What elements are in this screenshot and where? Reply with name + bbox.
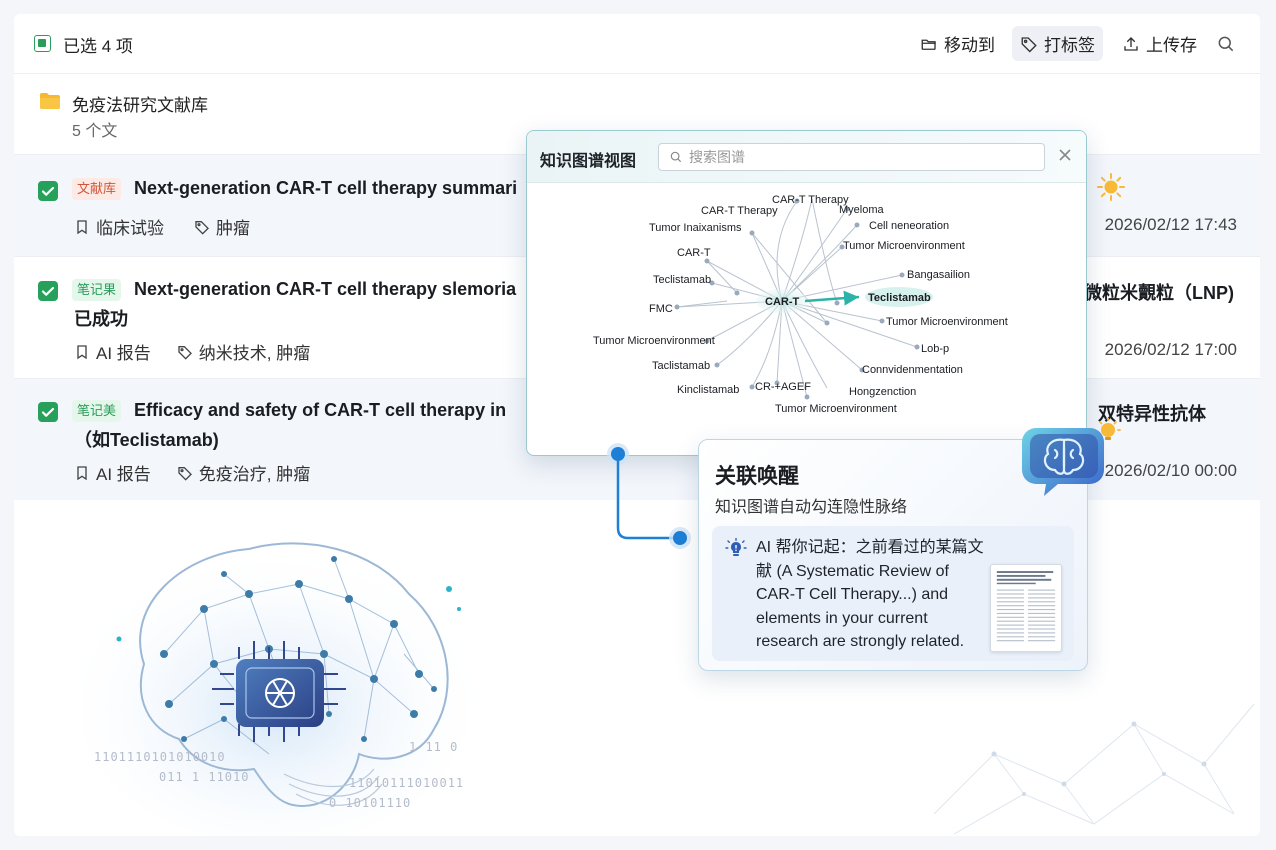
- graph-node[interactable]: Tumor Inaixanisms: [649, 222, 742, 234]
- graph-node[interactable]: Tumor Microenvironment: [843, 240, 965, 252]
- bookmark-icon: [77, 219, 87, 234]
- graph-node[interactable]: Tumor Microenvironment: [775, 403, 897, 415]
- graph-node[interactable]: Taclistamab: [652, 360, 710, 372]
- search-icon[interactable]: [1216, 34, 1236, 54]
- select-all-checkbox[interactable]: [34, 35, 51, 52]
- insight-title: 关联唤醒: [715, 465, 799, 488]
- graph-search-input[interactable]: [689, 149, 1009, 165]
- row-title-tail: ）双特异性抗体: [1080, 404, 1206, 424]
- check-icon: [41, 186, 55, 196]
- sun-icon: [1097, 173, 1125, 201]
- row-title-tail: 微粒米覿粒（LNP): [1084, 283, 1234, 303]
- row-category: AI 报告: [96, 344, 151, 363]
- binary-text: 011 1 11010: [159, 770, 250, 784]
- row-checkbox[interactable]: [38, 181, 58, 201]
- row-category: 临床试验: [96, 219, 164, 238]
- bookmark-icon: [77, 465, 87, 480]
- graph-node[interactable]: Tumor Microenvironment: [886, 316, 1008, 328]
- row-timestamp: 2026/02/12 17:00: [1104, 340, 1237, 359]
- check-icon: [41, 407, 55, 417]
- ai-brain-illustration: [74, 542, 474, 836]
- association-recall-card: 关联唤醒 知识图谱自动勾连隐性脉络 AI 帮你记起：之前看过的某篇文献 (A S…: [698, 439, 1088, 671]
- graph-node-highlight[interactable]: Teclistamab: [868, 292, 931, 304]
- knowledge-graph-title: 知识图谱视图: [540, 153, 637, 170]
- type-badge: 笔记果: [72, 279, 122, 301]
- row-meta: AI 报告 免疫治疗, 肿瘤: [74, 460, 310, 485]
- graph-node[interactable]: CAR-T Therapy: [701, 205, 778, 217]
- graph-node[interactable]: Myeloma: [839, 204, 885, 216]
- row-title-line2: （如Teclistamab): [74, 430, 219, 450]
- row-tags: 肿瘤: [216, 219, 250, 238]
- bookmark-icon: [77, 344, 87, 359]
- binary-text: 0 10101110: [329, 796, 412, 810]
- graph-node[interactable]: CAR-T: [677, 247, 711, 259]
- folder-icon: [40, 93, 60, 109]
- type-badge: 笔记美: [72, 400, 122, 422]
- move-to-button[interactable]: 移动到: [912, 26, 1003, 61]
- folder-row[interactable]: 免疫法研究文献库 5 个文: [14, 75, 1260, 155]
- row-title[interactable]: Next-generation CAR-T cell therapy slemo…: [134, 279, 517, 299]
- graph-node[interactable]: Tumor Microenvironment: [593, 335, 715, 347]
- row-title[interactable]: Efficacy and safety of CAR-T cell therap…: [134, 400, 507, 420]
- folder-name: 免疫法研究文献库: [72, 96, 208, 115]
- graph-node[interactable]: Lob-p: [921, 343, 949, 355]
- binary-text: 1 11 0: [409, 740, 459, 754]
- tag-icon: [1021, 36, 1037, 52]
- search-icon: [670, 151, 682, 163]
- graph-node[interactable]: Kinclistamab: [677, 384, 739, 396]
- knowledge-graph-header: 知识图谱视图: [527, 131, 1086, 183]
- knowledge-graph-popup: 知识图谱视图: [526, 130, 1087, 456]
- check-icon: [41, 286, 55, 296]
- folder-count: 5 个文: [72, 123, 118, 140]
- row-title[interactable]: Next-generation CAR-T cell therapy summa…: [134, 178, 518, 198]
- selection-toolbar: 已选 4 项 移动到 打标签 上传存: [14, 14, 1260, 74]
- paper-thumbnail[interactable]: [990, 564, 1062, 652]
- knowledge-graph-canvas[interactable]: CAR-T Teclistamab CAR-T Therapy CAR-T Th…: [527, 183, 1087, 456]
- graph-node[interactable]: Cell neneoration: [869, 220, 949, 232]
- row-timestamp: 2026/02/10 00:00: [1104, 461, 1237, 480]
- binary-text: 1101110101010010: [94, 750, 226, 764]
- graph-search-box[interactable]: [658, 143, 1045, 171]
- row-meta: 临床试验 肿瘤: [74, 214, 250, 239]
- graph-node[interactable]: CR-+AGEF: [755, 381, 811, 393]
- tag-icon: [178, 466, 192, 481]
- add-tag-button[interactable]: 打标签: [1012, 26, 1103, 61]
- row-timestamp: 2026/02/12 17:43: [1104, 215, 1237, 234]
- selection-count: 已选 4 项: [63, 37, 133, 56]
- row-tags: 纳米技术, 肿瘤: [198, 344, 311, 363]
- tag-icon: [178, 345, 192, 360]
- tag-icon: [195, 220, 209, 235]
- row-category: AI 报告: [96, 465, 151, 484]
- upload-label: 上传存: [1146, 36, 1197, 55]
- add-tag-label: 打标签: [1044, 36, 1095, 55]
- insight-message-box[interactable]: AI 帮你记起：之前看过的某篇文献 (A Systematic Review o…: [712, 526, 1074, 661]
- graph-node[interactable]: Teclistamab: [653, 274, 711, 286]
- row-title-line2: 已成功: [74, 309, 128, 329]
- row-checkbox[interactable]: [38, 281, 58, 301]
- type-badge: 文献库: [72, 178, 122, 200]
- row-checkbox[interactable]: [38, 402, 58, 422]
- row-meta: AI 报告 纳米技术, 肿瘤: [74, 339, 310, 364]
- ai-brain-icon: [1022, 418, 1121, 496]
- graph-node[interactable]: Hongzenction: [849, 386, 916, 398]
- insight-message: AI 帮你记起：之前看过的某篇文献 (A Systematic Review o…: [756, 539, 984, 650]
- row-tags: 免疫治疗, 肿瘤: [198, 465, 311, 484]
- binary-text: 11010111010011: [349, 776, 465, 790]
- graph-node-center[interactable]: CAR-T: [765, 296, 799, 308]
- graph-node[interactable]: CAR-T Therapy: [772, 194, 849, 206]
- graph-node[interactable]: Bangasailion: [907, 269, 970, 281]
- graph-node[interactable]: Connvidenmentation: [862, 364, 963, 376]
- upload-button[interactable]: 上传存: [1114, 26, 1205, 61]
- close-icon[interactable]: [1058, 148, 1072, 162]
- upload-icon: [1124, 36, 1138, 51]
- insight-subtitle: 知识图谱自动勾连隐性脉络: [715, 499, 908, 516]
- graph-node[interactable]: FMC: [649, 303, 673, 315]
- lightbulb-icon: [725, 538, 747, 556]
- mesh-decoration: [933, 703, 1255, 835]
- connector-line: [607, 443, 691, 549]
- folder-open-icon: [921, 39, 936, 50]
- move-to-label: 移动到: [944, 36, 995, 55]
